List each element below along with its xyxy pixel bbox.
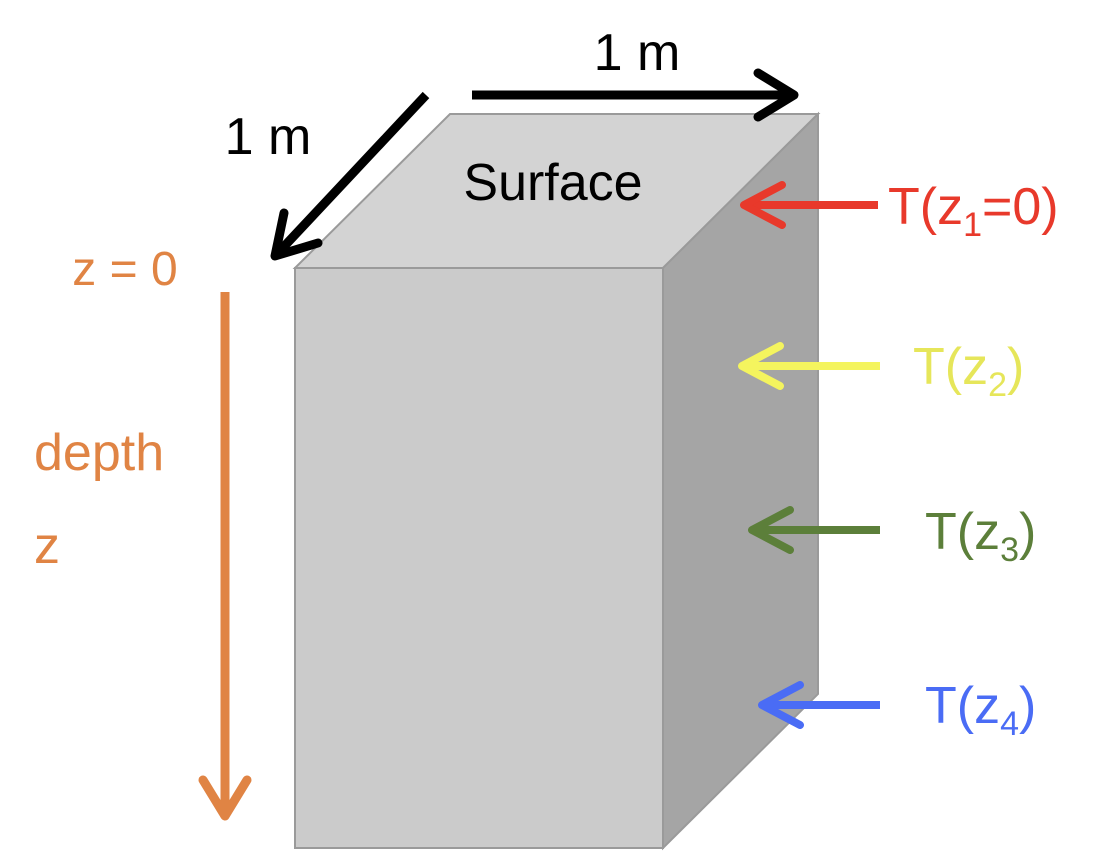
temp-label-2: T(z2): [913, 338, 1024, 404]
soil-block: [292, 111, 821, 851]
top-width-arrow: [472, 68, 799, 122]
side-width-label: 1 m: [225, 108, 312, 166]
depth-arrow: [198, 292, 252, 821]
top-width-label: 1 m: [594, 24, 681, 82]
surface-label: Surface: [463, 154, 642, 212]
z0-label: z = 0: [72, 243, 177, 296]
temp-label-3: T(z3): [925, 503, 1036, 569]
side-width-arrow: [270, 91, 430, 261]
temp-label-4: T(z4): [925, 677, 1036, 743]
temp-arrow-2: [738, 342, 880, 390]
block-front-face: [294, 267, 664, 849]
temp-label-1: T(z1=0): [888, 178, 1059, 244]
depth-z-label: z: [34, 517, 60, 575]
depth-label: depth: [34, 424, 164, 482]
temp-arrow-1: [740, 181, 878, 229]
temp-arrow-4: [758, 681, 880, 729]
temp-arrow-3: [748, 506, 880, 554]
